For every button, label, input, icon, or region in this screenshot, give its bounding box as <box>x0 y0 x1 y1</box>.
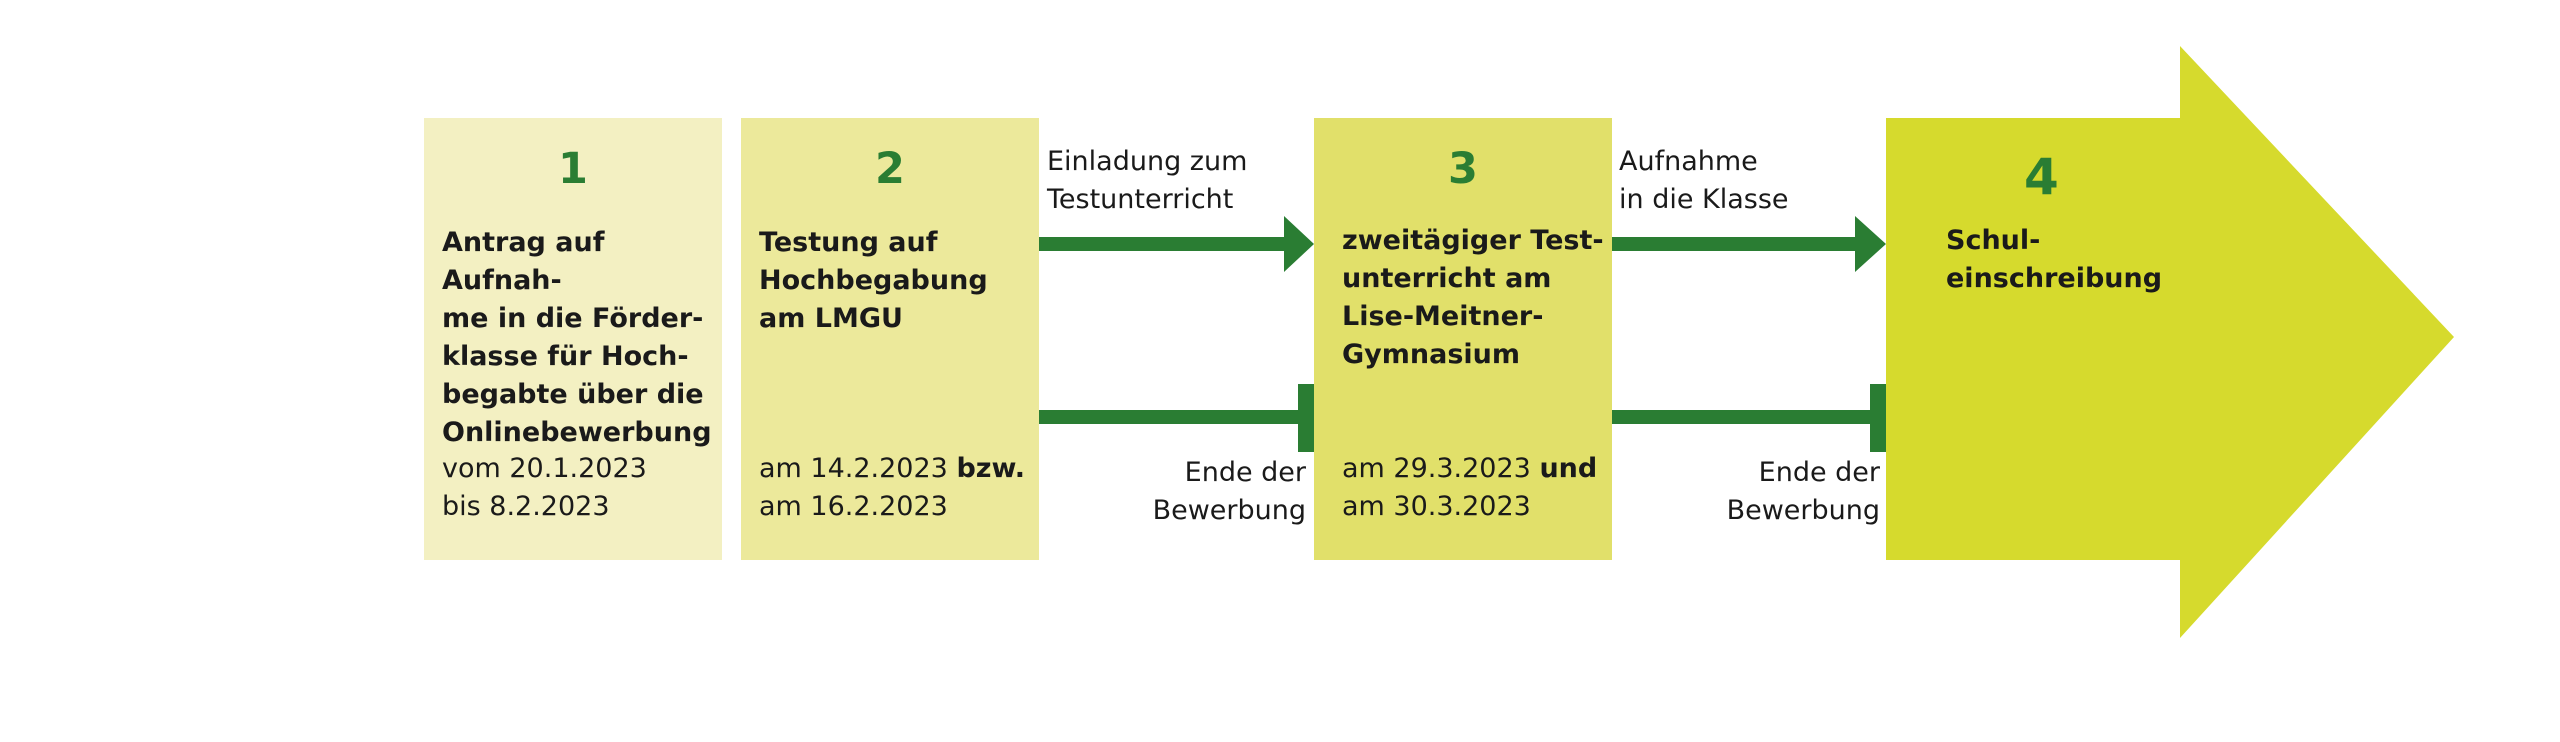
end-of-application-label-2: Ende der Bewerbung <box>1726 457 1880 526</box>
step-2-date-conjunction: bzw. <box>956 453 1025 484</box>
step-4-arrow-shape <box>1886 46 2454 638</box>
step-2-date-start: am 14.2.2023 <box>759 453 957 484</box>
invite-label: Einladung zum Testunterricht <box>1047 146 1248 215</box>
step-3-date-conjunction: und <box>1539 453 1598 484</box>
admit-label: Aufnahme in die Klasse <box>1619 146 1789 215</box>
step-1-date: vom 20.1.2023 bis 8.2.2023 <box>442 450 722 526</box>
admit-arrow-icon <box>1612 216 1886 272</box>
step-1-title: Antrag auf Aufnah- me in die Förder- kla… <box>442 227 712 448</box>
step-2-date-line-1: am 14.2.2023 bzw. <box>759 450 1039 488</box>
step-2-date-line-2: am 16.2.2023 <box>759 491 948 522</box>
end-of-application-stop-icon <box>1039 384 1314 452</box>
step-3-date-line-2: am 30.3.2023 <box>1342 491 1531 522</box>
step-2-date: am 14.2.2023 bzw. am 16.2.2023 <box>759 450 1039 526</box>
invite-arrow-icon <box>1039 216 1314 272</box>
step-1-box: 1 Antrag auf Aufnah- me in die Förder- k… <box>424 118 722 560</box>
step-3-date-start: am 29.3.2023 <box>1342 453 1540 484</box>
step-3-number: 3 <box>1448 144 1478 194</box>
step-3-box: 3 zweitägiger Test- unterricht am Lise-M… <box>1314 118 1612 560</box>
step-2-box: 2 Testung auf Hochbegabung am LMGU am 14… <box>741 118 1039 560</box>
step-2-number: 2 <box>875 144 905 194</box>
step-1-date-line-1: vom 20.1.2023 <box>442 453 647 484</box>
step-3-date-line-1: am 29.3.2023 und <box>1342 450 1622 488</box>
step-4-title: Schul- einschreibung <box>1946 225 2163 294</box>
step-3-date: am 29.3.2023 und am 30.3.2023 <box>1342 450 1622 526</box>
step-1-date-line-2: bis 8.2.2023 <box>442 491 610 522</box>
end-of-application-stop-icon-2 <box>1612 384 1886 452</box>
end-of-application-label-1: Ende der Bewerbung <box>1152 457 1306 526</box>
step-3-title: zweitägiger Test- unterricht am Lise-Mei… <box>1342 225 1604 370</box>
step-4-number: 4 <box>2024 148 2059 206</box>
step-2-title: Testung auf Hochbegabung am LMGU <box>759 227 988 334</box>
step-1-number: 1 <box>558 144 588 194</box>
